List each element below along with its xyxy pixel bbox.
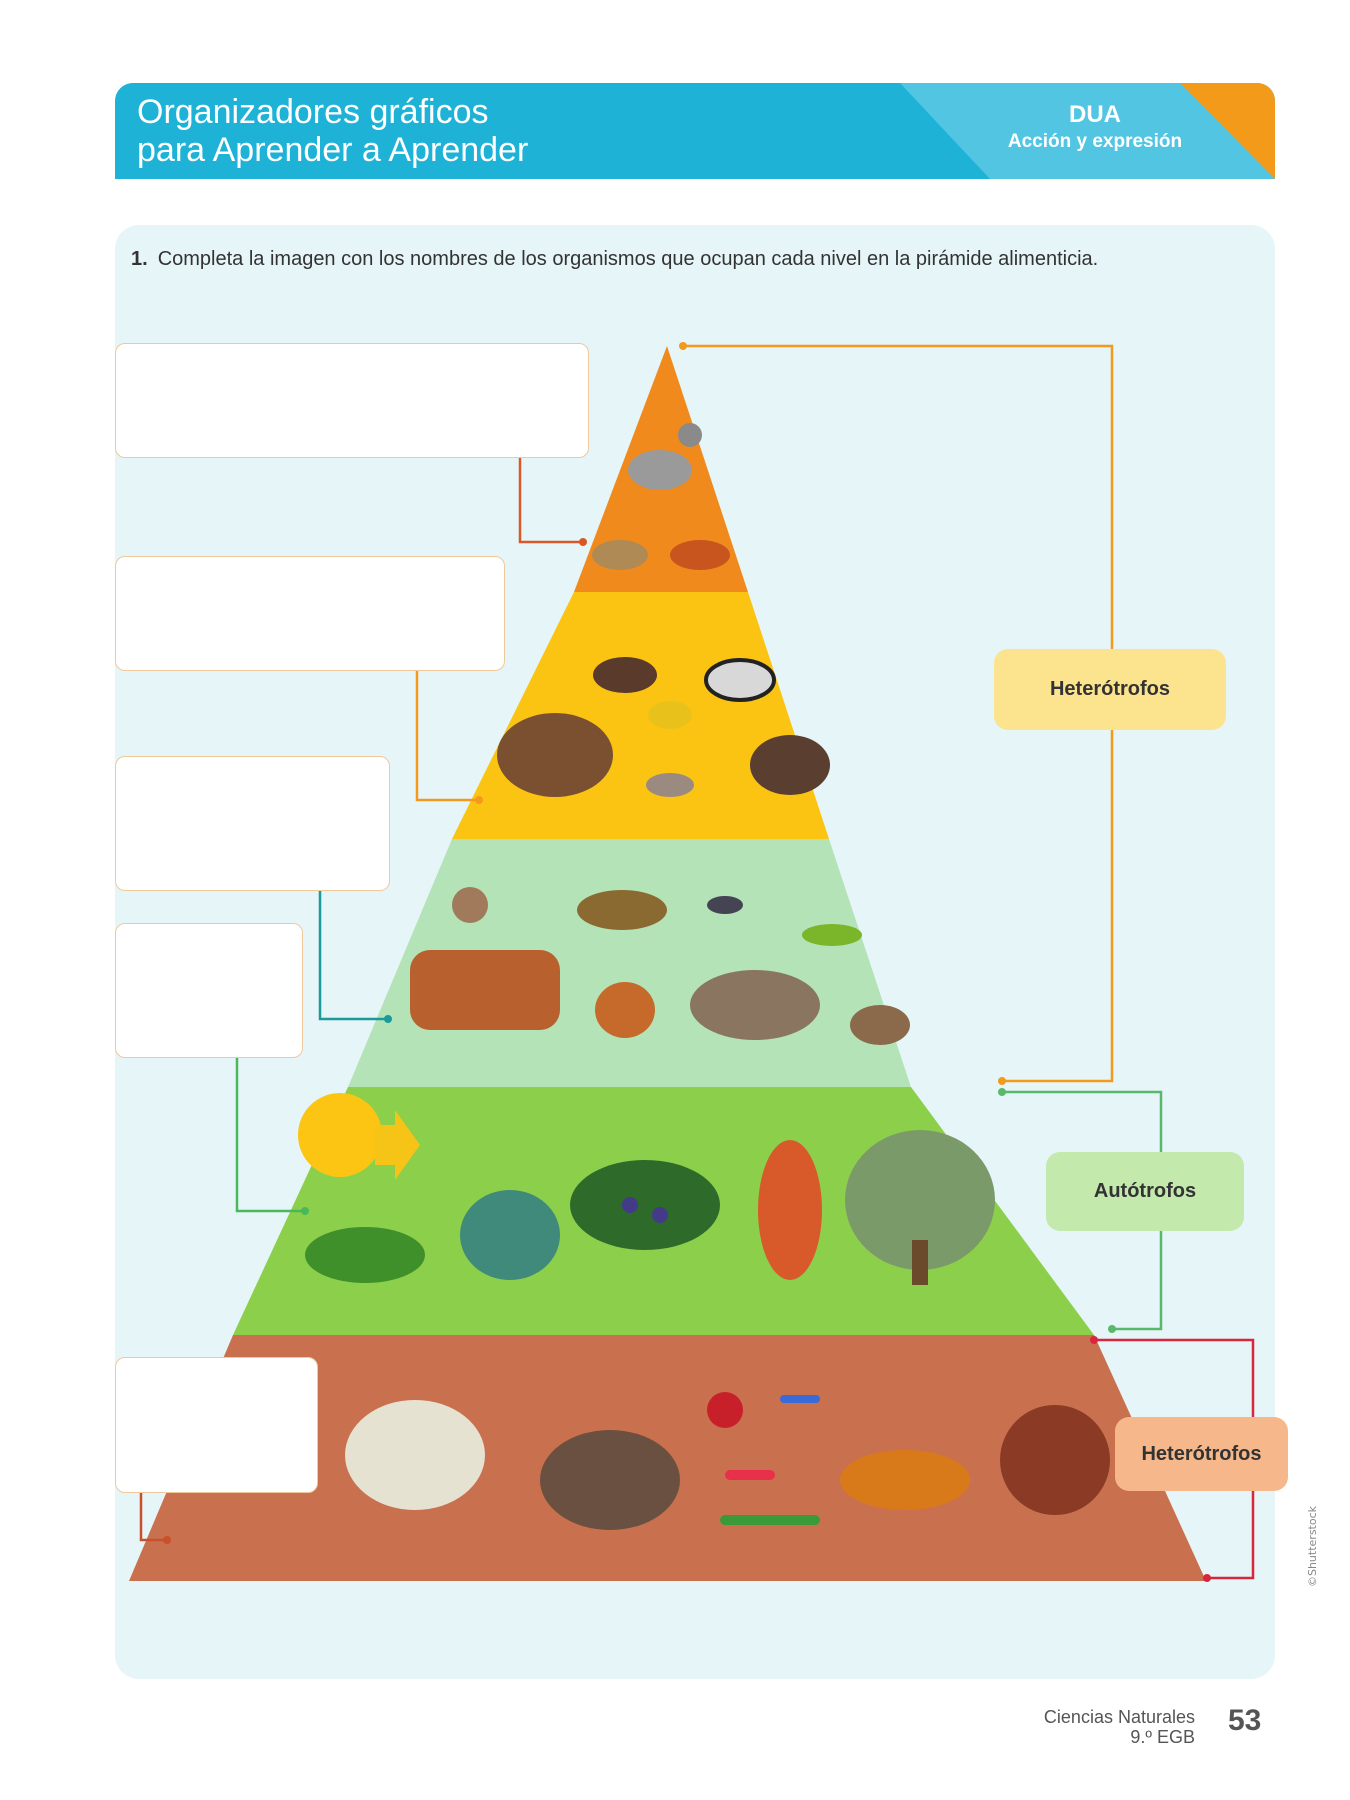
fungi-icon	[840, 1450, 970, 1510]
title-line-1: Organizadores gráficos	[137, 93, 489, 131]
instruction: 1. Completa la imagen con los nombres de …	[131, 248, 1098, 271]
boar-icon	[750, 735, 830, 795]
arrow-level-3	[313, 875, 392, 1023]
answer-box-level-2[interactable]	[115, 556, 505, 671]
instruction-text: Completa la imagen con los nombres de lo…	[157, 248, 1099, 270]
wolf-icon	[628, 423, 702, 490]
tree-icon	[845, 1130, 995, 1285]
badge-subtitle: Acción y expresión	[1007, 131, 1183, 152]
lynx-icon	[592, 540, 648, 570]
mango-icon	[758, 1140, 822, 1280]
label-heterotrophs-top: Heterótrofos	[994, 649, 1226, 730]
sun-icon	[298, 1093, 420, 1180]
rabbit-icon	[850, 1005, 910, 1045]
tapir-icon	[690, 970, 820, 1040]
juniper-icon	[570, 1160, 720, 1250]
bacteria-icon	[707, 1392, 820, 1525]
badge-title: DUA	[1069, 101, 1121, 128]
answer-box-level-1[interactable]	[115, 343, 589, 458]
level-secondary-consumers	[452, 592, 829, 839]
grass-icon	[305, 1227, 425, 1283]
caterpillar-icon	[802, 924, 862, 946]
footer-subject-name: Ciencias Naturales	[1043, 1707, 1195, 1727]
footer-subject: Ciencias Naturales 9.º EGB	[1044, 1707, 1195, 1747]
shrub-icon	[460, 1190, 560, 1280]
answer-box-level-5[interactable]	[115, 1357, 318, 1493]
bird-icon	[648, 701, 692, 729]
arrow-level-1	[513, 444, 587, 546]
arrow-level-4	[230, 1041, 309, 1215]
snail-icon	[452, 887, 488, 923]
worm-icon	[1000, 1405, 1110, 1515]
label-autotrophs: Autótrofos	[1046, 1152, 1244, 1231]
arrow-level-2	[410, 656, 483, 804]
label-heterotrophs-bottom: Heterótrofos	[1115, 1417, 1288, 1491]
fox-icon	[670, 540, 730, 570]
image-credit: ©Shutterstock	[1306, 1505, 1320, 1588]
squirrel-icon	[595, 982, 655, 1038]
answer-box-level-4[interactable]	[115, 923, 303, 1058]
answer-box-level-3[interactable]	[115, 756, 390, 891]
section-title: Organizadores gráficos para Aprender a A…	[137, 93, 528, 169]
exercise-number: 1.	[131, 248, 148, 270]
toadstool-icon	[540, 1430, 680, 1530]
page-number: 53	[1228, 1704, 1262, 1737]
hedgehog-icon	[593, 657, 657, 693]
title-line-2: para Aprender a Aprender	[137, 131, 529, 169]
dua-badge: DUA Acción y expresión	[985, 101, 1205, 153]
tortoise-icon	[577, 890, 667, 930]
badger-icon	[704, 658, 776, 702]
bear-icon	[497, 713, 613, 797]
mushrooms-icon	[345, 1400, 485, 1510]
cow-icon	[410, 950, 560, 1030]
footer-grade: 9.º EGB	[1130, 1727, 1195, 1747]
mouse-icon	[646, 773, 694, 797]
beetle-icon	[707, 896, 743, 914]
section-header: Organizadores gráficos para Aprender a A…	[115, 83, 1275, 179]
